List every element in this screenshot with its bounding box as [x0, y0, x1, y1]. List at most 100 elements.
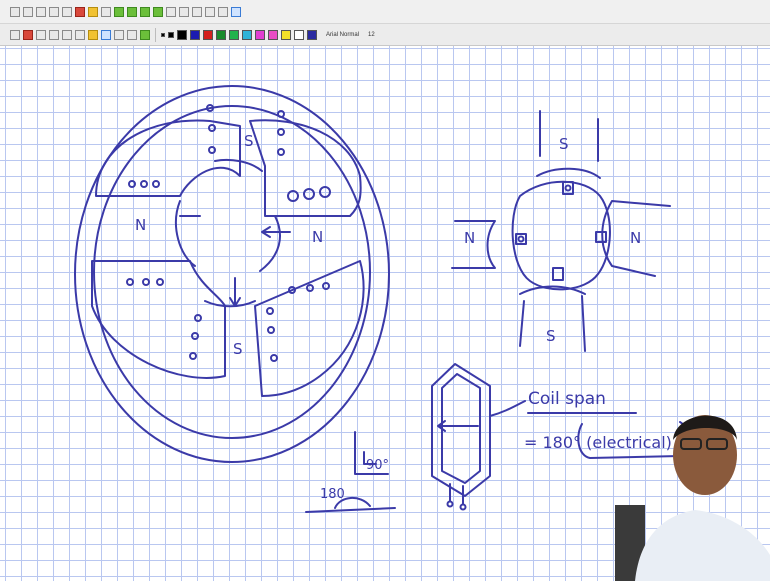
rotor-slot-top	[562, 181, 574, 195]
color-swatch-pink[interactable]	[268, 29, 278, 40]
color-swatch-blue[interactable]	[190, 29, 200, 40]
conductor-dot	[208, 146, 216, 154]
coil-outer	[431, 363, 491, 497]
conductor-dot	[142, 278, 150, 286]
thick-width-swatch[interactable]	[177, 29, 187, 40]
pen-toolbar: Arial Normal 12	[0, 24, 770, 46]
small-pole-bottom-face	[519, 285, 586, 295]
coil-lead-end	[459, 503, 467, 511]
zoom-width-icon[interactable]	[205, 6, 215, 17]
rotate-icon[interactable]	[127, 29, 137, 40]
coil-inner	[441, 373, 481, 484]
presenter-face	[673, 415, 737, 495]
conductor-dot	[288, 286, 296, 294]
conductor-dot	[322, 282, 330, 290]
font-size-label[interactable]: 12	[368, 31, 375, 38]
delete-icon[interactable]	[75, 6, 85, 17]
pole-bottom-left	[91, 260, 226, 379]
conductor-cross	[277, 128, 285, 136]
conductor-dot	[206, 104, 214, 112]
conductor-dot	[267, 326, 275, 334]
pole-label-n-left: N	[135, 216, 146, 234]
medium-width-swatch[interactable]	[168, 31, 174, 38]
highlighter-icon[interactable]	[23, 29, 33, 40]
glasses-right	[706, 438, 728, 450]
conductor-cross	[303, 188, 315, 200]
toolbar-separator	[155, 27, 156, 42]
small-pole-left	[451, 220, 496, 269]
conductor-dot	[140, 180, 148, 188]
pole-label-n-right: N	[312, 228, 323, 246]
text-icon[interactable]	[49, 29, 59, 40]
bulb-icon[interactable]	[88, 6, 98, 17]
conductor-dot	[270, 354, 278, 362]
zoom-in-icon[interactable]	[166, 6, 176, 17]
presenter-hair	[673, 415, 737, 440]
save-icon[interactable]	[36, 6, 46, 17]
pole-top-left	[95, 119, 241, 197]
small-pole-right	[601, 200, 671, 277]
angle-label-180: 180	[320, 487, 345, 502]
pole-label-s-bottom: S	[233, 340, 243, 358]
zoom-fit-icon[interactable]	[192, 6, 202, 17]
next-page-icon[interactable]	[140, 6, 150, 17]
rotor-conductor	[564, 184, 572, 192]
font-name-label[interactable]: Arial Normal	[326, 31, 360, 38]
image-icon[interactable]	[114, 29, 124, 40]
coil-span-value: = 180° (electrical)	[524, 433, 672, 452]
conductor-dot	[189, 352, 197, 360]
eraser-icon[interactable]	[62, 29, 72, 40]
color-swatch-yellow[interactable]	[281, 29, 291, 40]
stator-outer-ring	[74, 85, 390, 463]
small-pole-top	[539, 110, 599, 162]
color-swatch-lightgreen[interactable]	[229, 29, 239, 40]
line-icon[interactable]	[36, 29, 46, 40]
conductor-dot	[194, 314, 202, 322]
pen-icon[interactable]	[10, 29, 20, 40]
pole-top-right	[249, 119, 362, 217]
conductor-dot	[152, 180, 160, 188]
angle-right-angle	[354, 431, 389, 475]
prev-page-icon[interactable]	[127, 6, 137, 17]
small-label-n-left: N	[464, 229, 475, 247]
fill-icon[interactable]	[88, 29, 98, 40]
select-icon[interactable]	[231, 6, 241, 17]
conductor-cross	[319, 186, 331, 198]
gap-curve-top	[214, 158, 263, 172]
copy-icon[interactable]	[62, 6, 72, 17]
coil-span-label: Coil span	[528, 389, 606, 409]
zoom-out-icon[interactable]	[179, 6, 189, 17]
lasso-icon[interactable]	[101, 29, 111, 40]
color-swatch-green[interactable]	[216, 29, 226, 40]
conductor-dot	[266, 307, 274, 315]
shape-icon[interactable]	[75, 29, 85, 40]
color-swatch-cyan[interactable]	[242, 29, 252, 40]
undo-icon[interactable]	[101, 6, 111, 17]
color-swatch-navy[interactable]	[307, 29, 317, 40]
color-swatch-white[interactable]	[294, 29, 304, 40]
angle-label-90: 90°	[366, 458, 389, 473]
whiteboard-drawing: S N N S N N S S Coil span = 180° (electr…	[74, 85, 690, 513]
conductor-cross	[277, 148, 285, 156]
conductor-dot	[191, 332, 199, 340]
zoom-page-icon[interactable]	[218, 6, 228, 17]
stroke-icon[interactable]	[140, 29, 150, 40]
color-swatch-magenta[interactable]	[255, 29, 265, 40]
conductor-cross	[277, 110, 285, 118]
first-page-icon[interactable]	[114, 6, 124, 17]
cut-icon[interactable]	[49, 6, 59, 17]
coil-leader-line	[489, 400, 526, 417]
last-page-icon[interactable]	[153, 6, 163, 17]
open-icon[interactable]	[23, 6, 33, 17]
coil-lead-end	[446, 500, 454, 508]
rotor-conductor	[517, 235, 525, 243]
thin-width-swatch[interactable]	[161, 32, 165, 37]
presenter-video	[615, 415, 770, 581]
gap-curve-right	[259, 215, 281, 272]
new-icon[interactable]	[10, 6, 20, 17]
color-swatch-red[interactable]	[203, 29, 213, 40]
main-toolbar	[0, 0, 770, 24]
small-pole-top-face	[536, 167, 601, 179]
pole-label-s-top: S	[244, 132, 254, 150]
rotor-slot-left	[515, 233, 527, 245]
